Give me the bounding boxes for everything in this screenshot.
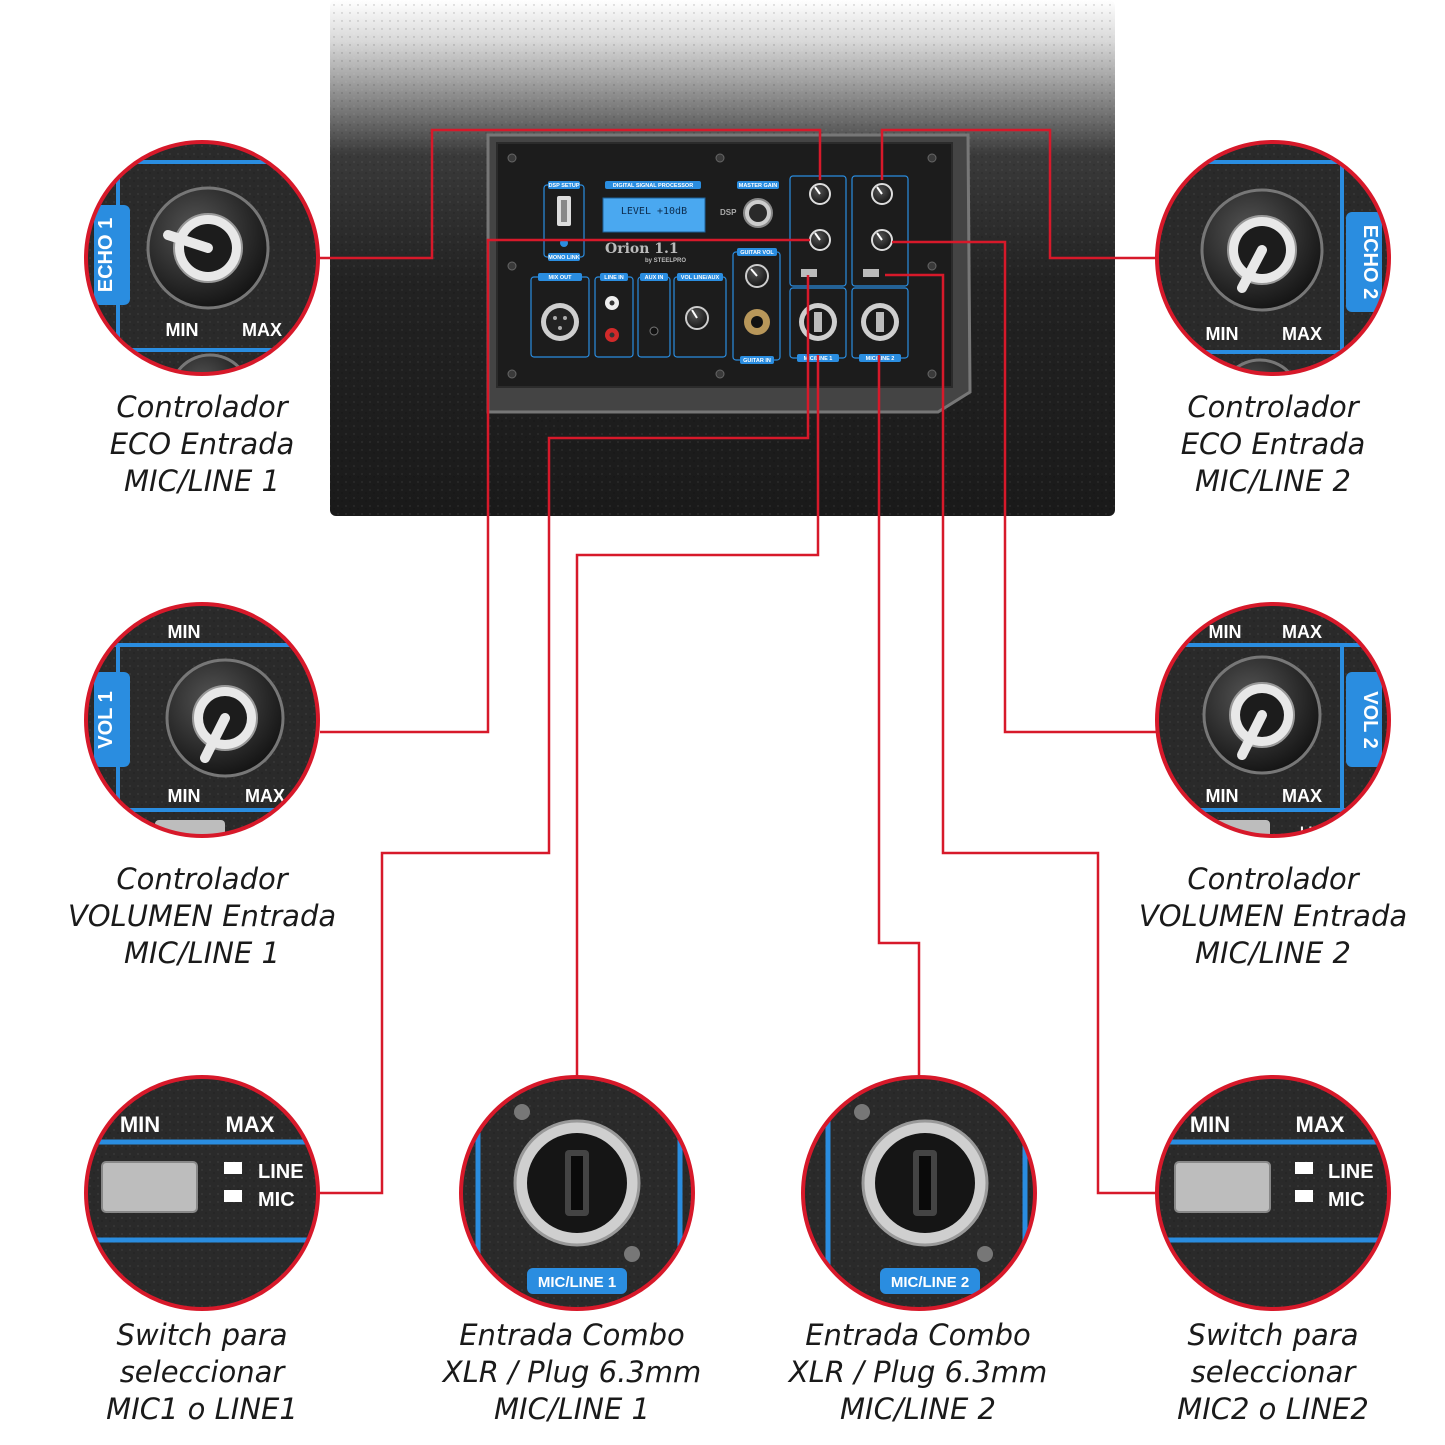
zoom-vol2-max: MAX	[1282, 786, 1322, 806]
aux-in-jack[interactable]	[649, 326, 659, 336]
lcd-text: LEVEL +10dB	[621, 206, 687, 217]
zoom-vol2-min: MIN	[1206, 786, 1239, 806]
panel-label-master-gain: MASTER GAIN	[739, 183, 778, 189]
zoom-switch1-max: MAX	[226, 1112, 275, 1137]
caption-echo1: Controlador ECO Entrada MIC/LINE 1	[52, 389, 352, 500]
caption-line: ECO Entrada	[1180, 427, 1366, 461]
caption-line: ECO Entrada	[109, 427, 295, 461]
zoom-vol1-max: MAX	[245, 786, 285, 806]
callout-line-vol2	[892, 240, 1160, 734]
zoom-switch2-min: MIN	[1190, 1112, 1230, 1137]
caption-combo1: Entrada Combo XLR / Plug 6.3mm MIC/LINE …	[422, 1317, 722, 1428]
zoom-vol2-top-min: MIN	[1209, 622, 1242, 642]
caption-line: MIC/LINE 1	[494, 1392, 650, 1426]
zoom-switch2: MIN MAX LINE MIC	[1155, 1075, 1391, 1311]
caption-line: MIC2 o LINE2	[1177, 1392, 1369, 1426]
callout-line-combo2	[877, 355, 921, 1078]
zoom-vol1-top-min: MIN	[168, 622, 201, 642]
zoom-echo1-label: ECHO 1	[95, 218, 117, 292]
control-panel: DSP SETUP DIGITAL SIGNAL PROCESSOR MASTE…	[496, 142, 953, 388]
callout-line-switch1	[320, 275, 810, 1195]
caption-line: MIC/LINE 2	[840, 1392, 996, 1426]
zoom-switch1-mic: MIC	[258, 1189, 295, 1211]
zoom-vol2: VOL 2 MIN MAX MIN MAX LINE	[1155, 602, 1391, 838]
callout-line-echo1	[320, 128, 822, 260]
panel-label-mix-out: MIX OUT	[549, 275, 573, 281]
caption-line: VOLUMEN Entrada	[67, 899, 337, 933]
caption-line: Controlador	[1187, 862, 1359, 896]
caption-line: MIC/LINE 2	[1195, 464, 1351, 498]
caption-line: XLR / Plug 6.3mm	[442, 1355, 702, 1389]
zoom-vol1: VOL 1 MIN MIN MAX	[84, 602, 320, 838]
panel-label-aux-in: AUX IN	[645, 275, 664, 281]
callout-lines	[320, 128, 1160, 1195]
zoom-echo1: ECHO 1 MIN MAX	[84, 140, 320, 376]
panel-channel-knobs	[801, 183, 893, 277]
caption-line: Entrada Combo	[805, 1318, 1031, 1352]
zoom-combo1-label: MIC/LINE 1	[538, 1274, 616, 1291]
brand-model: Orion 1.1	[605, 241, 679, 257]
zoom-echo1-min: MIN	[166, 320, 199, 340]
callout-line-combo1	[575, 355, 820, 1078]
caption-line: MIC/LINE 1	[124, 936, 280, 970]
panel-label-dsp-setup: DSP SETUP	[548, 183, 579, 189]
caption-line: Switch para	[1187, 1318, 1359, 1352]
zoom-vol2-top-max: MAX	[1282, 622, 1322, 642]
panel-label-guitar-in: GUITAR IN	[743, 358, 771, 364]
zoom-combo2: MIC/LINE 2	[801, 1075, 1037, 1311]
caption-vol1: Controlador VOLUMEN Entrada MIC/LINE 1	[52, 861, 352, 972]
zoom-switch1: MIN MAX LINE MIC	[84, 1075, 320, 1311]
zoom-switch2-line: LINE	[1328, 1161, 1374, 1183]
brand-name: by STEELPRO	[645, 258, 686, 264]
zoom-vol1-label: VOL 1	[95, 691, 117, 748]
zoom-vol1-min: MIN	[168, 786, 201, 806]
zoom-echo2-max: MAX	[1282, 324, 1322, 344]
zoom-switch2-max: MAX	[1296, 1112, 1345, 1137]
panel-screws	[507, 153, 937, 379]
caption-vol2: Controlador VOLUMEN Entrada MIC/LINE 2	[1123, 861, 1423, 972]
panel-label-mono-link: MONO LINK	[548, 255, 579, 261]
caption-switch1: Switch para seleccionar MIC1 o LINE1	[52, 1317, 352, 1428]
zoom-echo2-min: MIN	[1206, 324, 1239, 344]
caption-line: Controlador	[116, 862, 288, 896]
zoom-combo2-label: MIC/LINE 2	[891, 1274, 969, 1291]
caption-echo2: Controlador ECO Entrada MIC/LINE 2	[1123, 389, 1423, 500]
callout-line-vol1	[320, 238, 810, 734]
caption-switch2: Switch para seleccionar MIC2 o LINE2	[1123, 1317, 1423, 1428]
callout-line-echo2	[880, 128, 1160, 260]
caption-line: Entrada Combo	[459, 1318, 685, 1352]
caption-line: seleccionar	[1190, 1355, 1356, 1389]
zoom-echo2: ECHO 2 MIN MAX	[1155, 140, 1391, 376]
caption-line: Controlador	[1187, 390, 1359, 424]
caption-line: MIC1 o LINE1	[106, 1392, 298, 1426]
zoom-switch1-line: LINE	[258, 1161, 304, 1183]
callout-line-switch2	[885, 273, 1160, 1195]
panel-label-dsp-mark: DSP	[720, 208, 737, 217]
panel-label-dsp: DIGITAL SIGNAL PROCESSOR	[613, 183, 693, 189]
caption-line: Controlador	[116, 390, 288, 424]
panel-label-vol-line-aux: VOL LINE/AUX	[681, 275, 720, 281]
panel-label-line-in: LINE IN	[604, 275, 624, 281]
zoom-vol2-label: VOL 2	[1359, 691, 1381, 748]
caption-line: seleccionar	[119, 1355, 285, 1389]
caption-line: MIC/LINE 2	[1195, 936, 1351, 970]
caption-line: Switch para	[116, 1318, 288, 1352]
zoom-switch1-min: MIN	[120, 1112, 160, 1137]
zoom-switch2-mic: MIC	[1328, 1189, 1365, 1211]
zoom-echo2-label: ECHO 2	[1359, 225, 1381, 299]
caption-line: VOLUMEN Entrada	[1138, 899, 1408, 933]
caption-combo2: Entrada Combo XLR / Plug 6.3mm MIC/LINE …	[768, 1317, 1068, 1428]
caption-line: XLR / Plug 6.3mm	[788, 1355, 1048, 1389]
zoom-combo1: MIC/LINE 1	[459, 1075, 695, 1311]
lcd-display	[602, 197, 706, 233]
zoom-echo1-max: MAX	[242, 320, 282, 340]
panel-label-guitar-vol: GUITAR VOL	[740, 250, 774, 256]
caption-line: MIC/LINE 1	[124, 464, 280, 498]
